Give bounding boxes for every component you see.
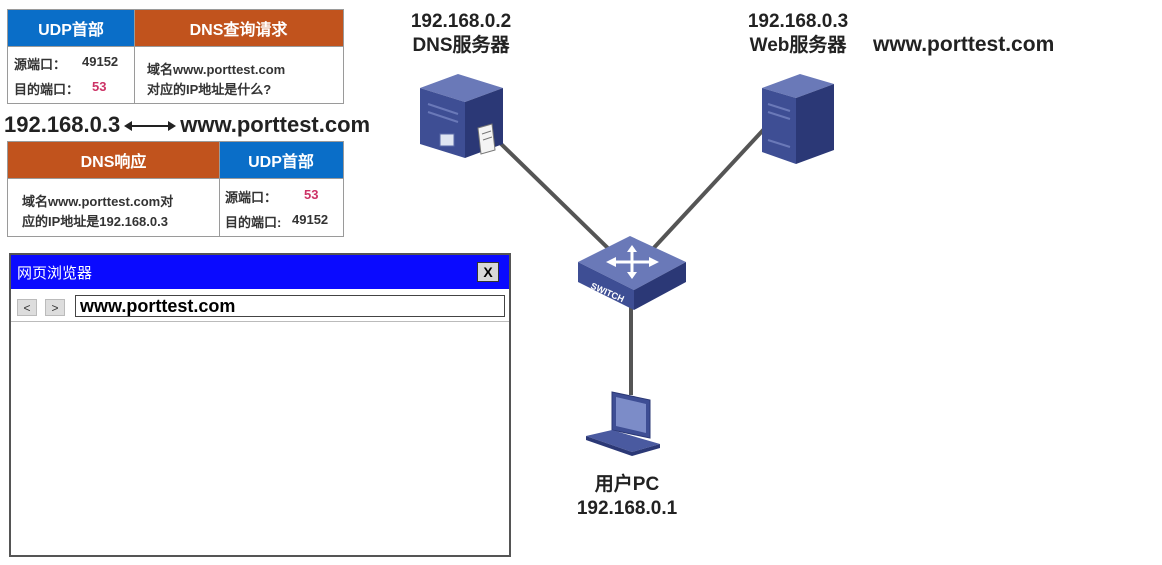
user-pc-ip: 192.168.0.1	[576, 498, 678, 519]
answer-line-1: 域名www.porttest.com对	[22, 194, 174, 209]
answer-line-2: 应的IP地址是192.168.0.3	[22, 214, 168, 229]
udp-header-body: 源端口： 49152 目的端口： 53	[8, 46, 134, 103]
query-line-2: 对应的IP地址是什么?	[147, 82, 272, 97]
back-button[interactable]: <	[17, 299, 37, 316]
dst-port-value: 53	[92, 79, 107, 94]
close-button[interactable]: X	[477, 262, 499, 282]
src-port-label-2: 源端口：	[225, 190, 278, 205]
web-server-label: 192.168.0.3 Web服务器	[732, 10, 864, 58]
dst-port-label: 目的端口：	[14, 82, 80, 97]
web-server-domain: www.porttest.com	[873, 33, 1055, 56]
dns-server-name: DNS服务器	[412, 35, 510, 56]
user-pc-label: 用户PC 192.168.0.1	[560, 473, 694, 521]
query-line-1: 域名www.porttest.com	[147, 62, 286, 77]
dns-query-title: DNS查询请求	[134, 10, 343, 46]
laptop-icon	[586, 391, 660, 456]
browser-window: 网页浏览器 X < > www.porttest.com	[9, 253, 511, 557]
mapping-ip: 192.168.0.3	[4, 112, 121, 137]
link-web-switch	[648, 126, 767, 254]
address-bar[interactable]: www.porttest.com	[75, 295, 505, 317]
dst-port-label-2: 目的端口:	[225, 215, 282, 230]
dns-response-body: 域名www.porttest.com对 应的IP地址是192.168.0.3	[8, 178, 219, 236]
switch-icon: SWITCH	[578, 236, 686, 310]
browser-navbar: < > www.porttest.com	[11, 289, 509, 322]
src-port-label: 源端口：	[14, 57, 67, 72]
udp-header-title: UDP首部	[8, 10, 134, 46]
dns-server-icon	[420, 74, 503, 158]
ip-domain-mapping: 192.168.0.3 www.porttest.com	[4, 112, 370, 138]
dns-server-ip: 192.168.0.2	[410, 11, 512, 32]
src-port-value-2: 53	[304, 187, 319, 202]
dns-response-title: DNS响应	[8, 142, 219, 178]
web-server-name: Web服务器	[749, 35, 847, 56]
dns-query-body: 域名www.porttest.com 对应的IP地址是什么?	[135, 46, 343, 103]
udp-header-title-2: UDP首部	[219, 142, 343, 178]
src-port-value: 49152	[82, 54, 119, 69]
mapping-domain: www.porttest.com	[180, 112, 371, 137]
udp-header-body-2: 源端口： 53 目的端口: 49152	[220, 178, 343, 236]
dst-port-value-2: 49152	[292, 212, 329, 227]
web-server-ip: 192.168.0.3	[747, 11, 849, 32]
forward-button[interactable]: >	[45, 299, 65, 316]
dns-request-packet: UDP首部 DNS查询请求 源端口： 49152 目的端口： 53 域名www.…	[7, 9, 344, 104]
link-dns-switch	[493, 136, 617, 257]
dns-server-label: 192.168.0.2 DNS服务器	[398, 10, 524, 58]
web-server-icon	[762, 74, 834, 164]
user-pc-name: 用户PC	[594, 474, 660, 495]
dns-response-packet: DNS响应 UDP首部 域名www.porttest.com对 应的IP地址是1…	[7, 141, 344, 237]
browser-title: 网页浏览器	[17, 264, 93, 282]
browser-titlebar: 网页浏览器 X	[11, 255, 509, 289]
double-arrow-icon	[124, 121, 177, 132]
